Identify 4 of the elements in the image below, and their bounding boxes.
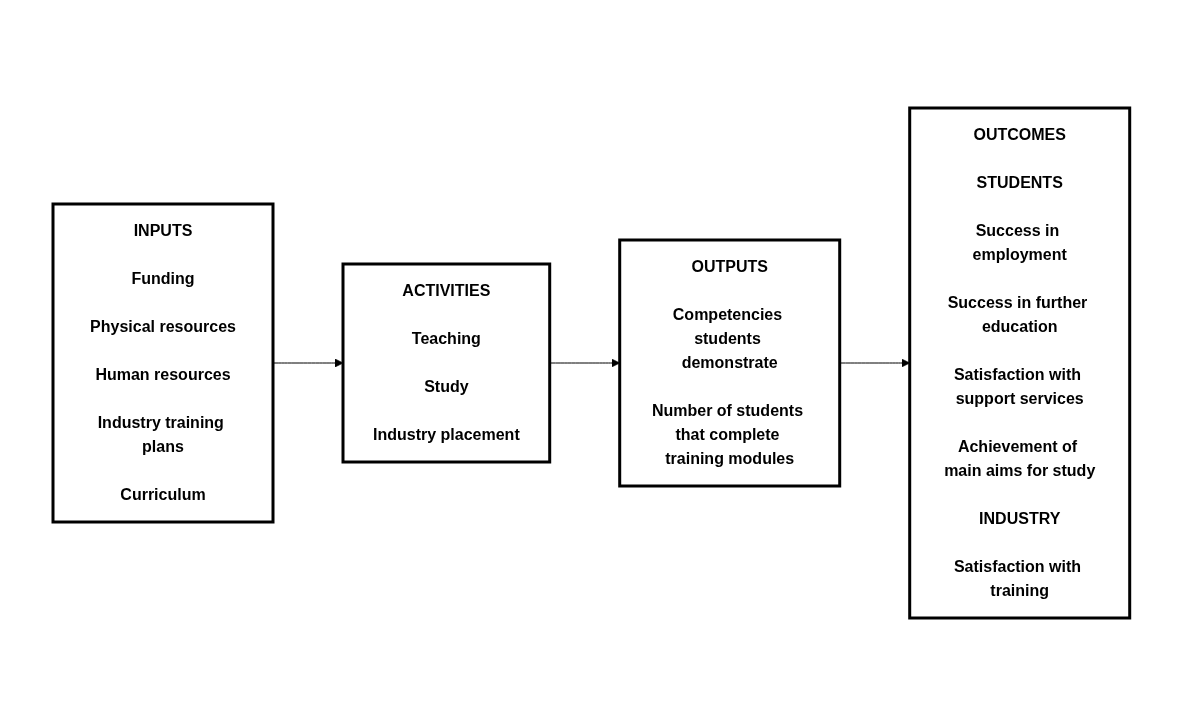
node-box: OUTPUTS Competencies students demonstrate Number of students that complete training modules — [617, 238, 841, 488]
node-box: OUTCOMES STUDENTS Success in employment Success in further education Satisfaction with support services Achievement of main aims for study INDUSTRY Satisfaction with training — [907, 106, 1131, 620]
node-box: ACTIVITIES Teaching Study Industry placement — [341, 262, 551, 464]
node-box: INPUTS Funding Physical resources Human resources Industry training plans Curriculum — [51, 202, 275, 524]
